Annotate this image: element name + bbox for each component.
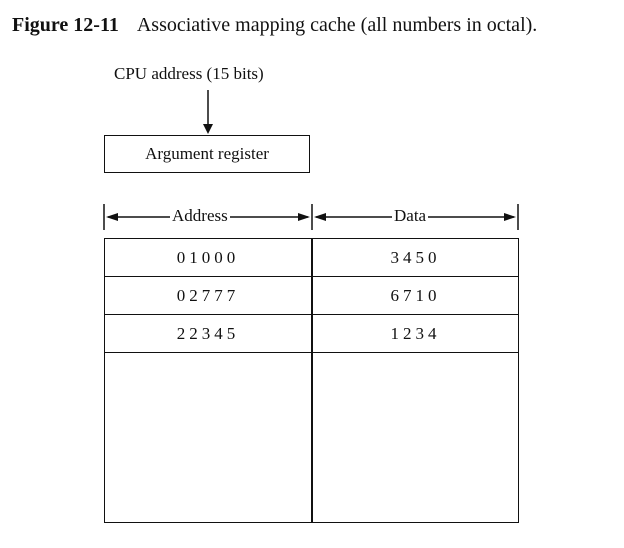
column-divider — [311, 239, 313, 522]
figure-number: Figure 12-11 — [12, 14, 119, 36]
data-column-header: Data — [392, 206, 429, 226]
table-row: 01000 3450 — [105, 239, 518, 277]
address-column-header: Address — [170, 206, 230, 226]
data-cell: 3450 — [390, 247, 441, 267]
cpu-address-label: CPU address (15 bits) — [114, 64, 264, 83]
address-cell: 02777 — [176, 285, 240, 305]
address-arrow-right — [298, 213, 310, 221]
data-cell: 1234 — [390, 323, 441, 343]
figure-caption: Figure 12-11 Associative mapping cache (a… — [12, 14, 537, 37]
argument-register-label: Argument register — [145, 144, 269, 163]
data-cell: 6710 — [390, 285, 441, 305]
data-arrow-right — [504, 213, 516, 221]
table-row: 22345 1234 — [105, 315, 518, 353]
figure-title: Associative mapping cache (all numbers i… — [136, 14, 538, 36]
address-arrow-left — [106, 213, 118, 221]
address-cell: 01000 — [176, 247, 240, 267]
table-row: 02777 6710 — [105, 277, 518, 315]
argument-register-box: Argument register — [104, 135, 310, 173]
cpu-address-arrow-head — [203, 124, 213, 134]
data-arrow-left — [314, 213, 326, 221]
address-cell: 22345 — [176, 323, 240, 343]
associative-memory-table: 01000 3450 02777 6710 22345 1234 — [104, 238, 519, 523]
